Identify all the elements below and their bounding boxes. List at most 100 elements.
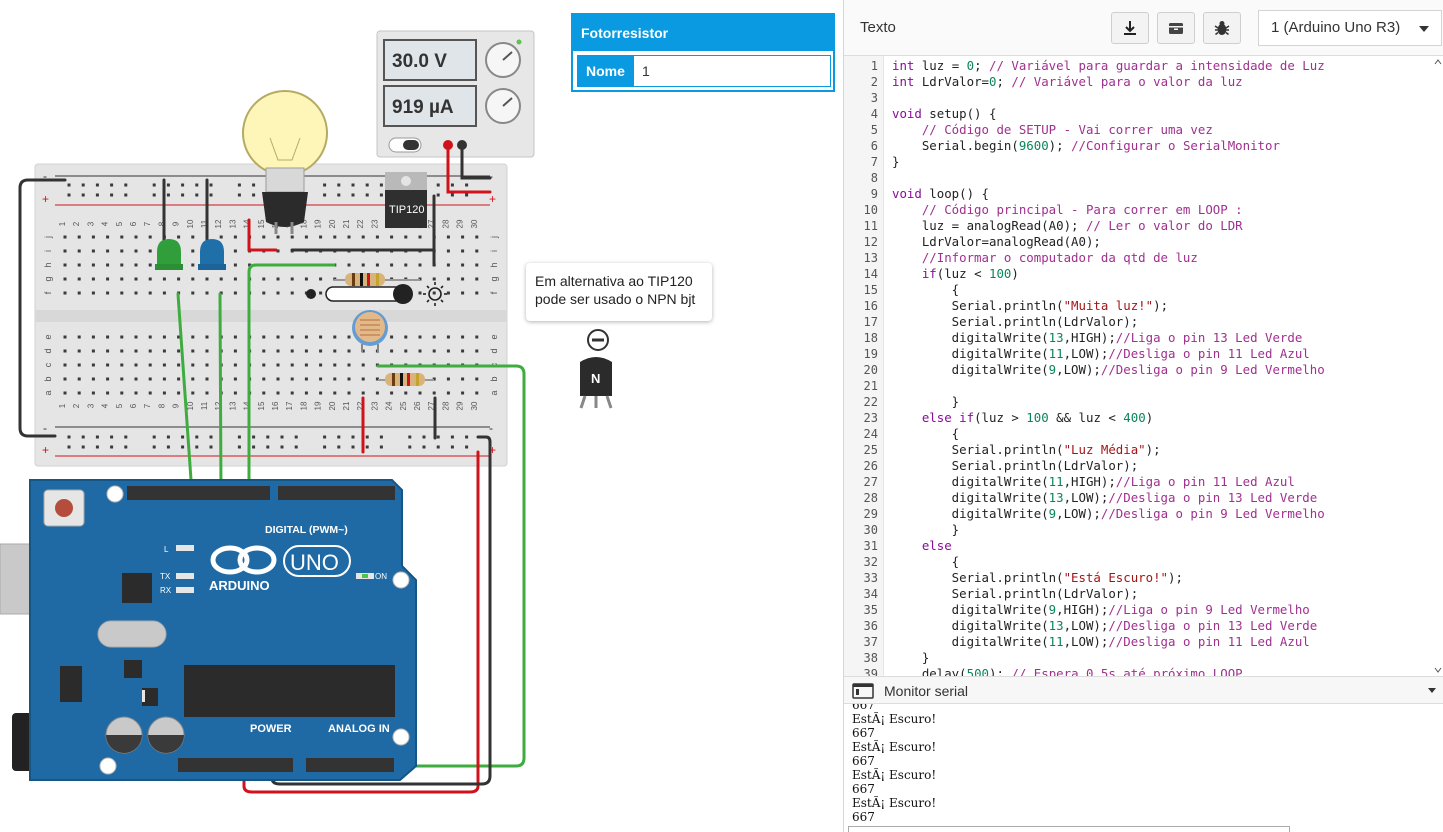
breadboard-row-label: d	[489, 348, 499, 353]
resistor-2[interactable]	[378, 373, 434, 386]
code-line[interactable]: 36 digitalWrite(13,LOW);//Desliga o pin …	[844, 618, 1434, 634]
code-line[interactable]: 14 if(luz < 100)	[844, 266, 1434, 282]
breadboard-row-label: e	[43, 334, 53, 339]
breadboard-col-label: 9	[172, 221, 181, 226]
code-line[interactable]: 27 digitalWrite(11,HIGH);//Liga o pin 11…	[844, 474, 1434, 490]
code-text: digitalWrite(11,HIGH);//Liga o pin 11 Le…	[892, 474, 1295, 489]
svg-text:+: +	[42, 443, 49, 457]
code-line[interactable]: 21	[844, 378, 1434, 394]
code-line[interactable]: 26 Serial.println(LdrValor);	[844, 458, 1434, 474]
editor-scrollbar[interactable]	[1433, 56, 1443, 676]
breadboard-col-label: 25	[399, 401, 408, 410]
download-button[interactable]	[1111, 12, 1149, 44]
tx-label: TX	[160, 572, 171, 581]
code-line[interactable]: 3	[844, 90, 1434, 106]
code-line[interactable]: 24 {	[844, 426, 1434, 442]
code-line[interactable]: 6 Serial.begin(9600); //Configurar o Ser…	[844, 138, 1434, 154]
code-line[interactable]: 12 LdrValor=analogRead(A0);	[844, 234, 1434, 250]
code-line[interactable]: 7}	[844, 154, 1434, 170]
chevron-down-icon[interactable]	[1428, 688, 1436, 693]
code-text: Serial.println("Muita luz!");	[892, 298, 1169, 313]
resistor-1[interactable]	[334, 273, 420, 286]
code-line[interactable]: 17 Serial.println(LdrValor);	[844, 314, 1434, 330]
device-select[interactable]: 1 (Arduino Uno R3)	[1258, 10, 1442, 46]
code-line[interactable]: 23 else if(luz > 100 && luz < 400)	[844, 410, 1434, 426]
wires[interactable]	[18, 148, 526, 794]
line-number: 30	[863, 523, 878, 537]
breadboard-col-label: 17	[285, 401, 294, 410]
code-line[interactable]: 11 luz = analogRead(A0); // Ler o valor …	[844, 218, 1434, 234]
code-line[interactable]: 31 else	[844, 538, 1434, 554]
code-line[interactable]: 38 }	[844, 650, 1434, 666]
power-supply[interactable]: 30.0 V 919 µA	[376, 30, 535, 158]
code-text: digitalWrite(9,LOW);//Desliga o pin 9 Le…	[892, 362, 1325, 377]
arduino-uno[interactable]: ARDUINO UNO DIGITAL (PWM~) POWER ANALOG …	[0, 479, 417, 781]
code-line[interactable]: 5 // Código de SETUP - Vai correr uma ve…	[844, 122, 1434, 138]
code-text: digitalWrite(11,LOW);//Desliga o pin 11 …	[892, 634, 1310, 649]
svg-text:-: -	[489, 421, 493, 435]
tip120-transistor[interactable]: TIP120	[385, 172, 427, 228]
breadboard-row-label: b	[489, 376, 499, 381]
code-line[interactable]: 25 Serial.println("Luz Média");	[844, 442, 1434, 458]
code-text: Serial.println("Está Escuro!");	[892, 570, 1183, 585]
breadboard-row-label: i	[489, 250, 499, 252]
line-number: 14	[863, 267, 878, 281]
name-input[interactable]	[634, 56, 830, 86]
breadboard-col-label: 18	[299, 219, 308, 228]
code-line[interactable]: 18 digitalWrite(13,HIGH);//Liga o pin 13…	[844, 330, 1434, 346]
code-line[interactable]: 37 digitalWrite(11,LOW);//Desliga o pin …	[844, 634, 1434, 650]
code-line[interactable]: 13 //Informar o computador da qtd de luz	[844, 250, 1434, 266]
breadboard-col-label: 20	[328, 401, 337, 410]
light-slider[interactable]	[306, 284, 413, 304]
line-number: 22	[863, 395, 878, 409]
code-line[interactable]: 19 digitalWrite(11,LOW);//Desliga o pin …	[844, 346, 1434, 362]
breadboard-row-label: h	[489, 262, 499, 267]
code-text: if(luz < 100)	[921, 266, 1019, 281]
circuit-canvas[interactable]: 30.0 V 919 µA +	[0, 0, 843, 832]
code-line[interactable]: 10 // Código principal - Para correr em …	[844, 202, 1434, 218]
breadboard-col-label: 15	[257, 401, 266, 410]
debugger-button[interactable]	[1203, 12, 1241, 44]
line-number: 5	[870, 123, 878, 137]
line-number: 4	[870, 107, 878, 121]
serial-monitor-header[interactable]: Monitor serial	[844, 676, 1443, 704]
breadboard-col-label: 7	[143, 221, 152, 226]
light-bulb[interactable]	[242, 90, 328, 234]
arduino-model: UNO	[290, 550, 339, 575]
blue-led[interactable]	[198, 239, 226, 270]
code-text: // Código principal - Para correr em LOO…	[921, 202, 1243, 217]
line-number: 25	[863, 443, 878, 457]
code-line[interactable]: 16 Serial.println("Muita luz!");	[844, 298, 1434, 314]
code-line[interactable]: 34 Serial.println(LdrValor);	[844, 586, 1434, 602]
code-text: {	[892, 282, 960, 297]
name-label: Nome	[578, 56, 634, 86]
svg-text:-: -	[43, 169, 47, 183]
code-line[interactable]: 29 digitalWrite(9,LOW);//Desliga o pin 9…	[844, 506, 1434, 522]
code-line[interactable]: 30 }	[844, 522, 1434, 538]
code-line[interactable]: 8	[844, 170, 1434, 186]
code-line[interactable]: 22 }	[844, 394, 1434, 410]
code-line[interactable]: 39 delay(500); // Espera 0.5s até próxim…	[844, 666, 1434, 676]
code-line[interactable]: 35 digitalWrite(9,HIGH);//Liga o pin 9 L…	[844, 602, 1434, 618]
libraries-button[interactable]	[1157, 12, 1195, 44]
code-line[interactable]: 15 {	[844, 282, 1434, 298]
library-box-icon	[1169, 23, 1183, 34]
code-line[interactable]: 20 digitalWrite(9,LOW);//Desliga o pin 9…	[844, 362, 1434, 378]
code-line[interactable]: 28 digitalWrite(13,LOW);//Desliga o pin …	[844, 490, 1434, 506]
green-led[interactable]	[155, 239, 183, 270]
photoresistor[interactable]	[352, 310, 388, 352]
analog-label: ANALOG IN	[328, 723, 390, 735]
breadboard-col-label: 13	[228, 401, 237, 410]
breadboard-col-label: 24	[385, 401, 394, 410]
serial-monitor-input[interactable]	[848, 826, 1290, 832]
svg-text:-: -	[43, 421, 47, 435]
code-line[interactable]: 33 Serial.println("Está Escuro!");	[844, 570, 1434, 586]
code-line[interactable]: 32 {	[844, 554, 1434, 570]
npn-transistor[interactable]: N	[579, 329, 613, 409]
